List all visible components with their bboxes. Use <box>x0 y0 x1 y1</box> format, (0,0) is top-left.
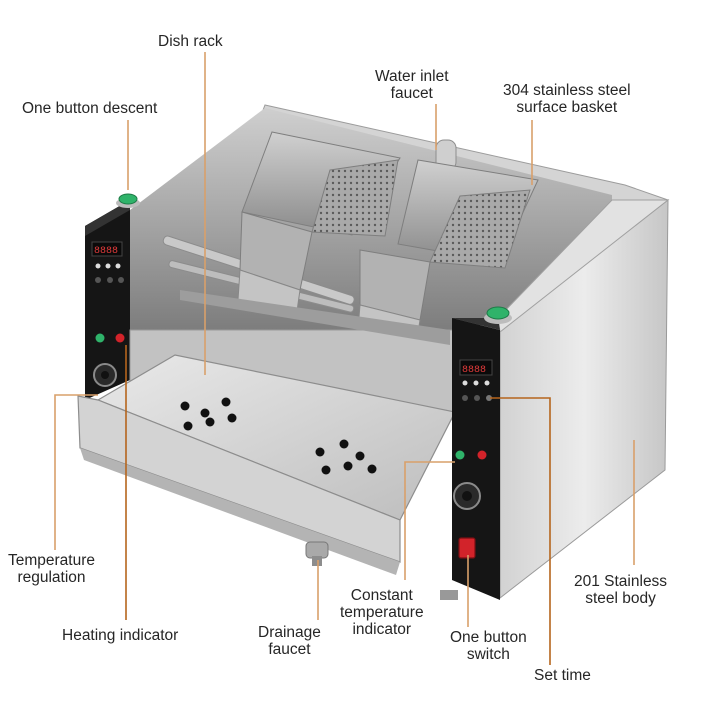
set-time-button <box>486 395 492 401</box>
label-switch-line2: switch <box>466 646 510 663</box>
label-dish-rack: Dish rack <box>158 33 223 50</box>
left-descent-button <box>118 193 138 205</box>
label-surface-basket: 304 stainless steel surface basket <box>503 82 631 116</box>
label-one-button-descent: One button descent <box>22 100 158 117</box>
label-drainage-line1: Drainage <box>258 624 321 641</box>
drainage-faucet <box>305 541 329 559</box>
label-basket-line1: 304 stainless steel <box>503 82 631 99</box>
label-constant-line3: indicator <box>352 621 412 638</box>
leader-set-time <box>490 397 551 665</box>
label-switch-line1: One button <box>450 629 527 646</box>
label-temp-reg-line2: regulation <box>17 569 86 586</box>
drain-hole <box>180 401 190 411</box>
label-drainage-line2: faucet <box>268 641 311 658</box>
label-stainless-body: 201 Stainless steel body <box>574 573 667 607</box>
left-red-indicator <box>115 333 125 343</box>
right-red-indicator <box>477 450 487 460</box>
right-control-panel <box>452 318 500 600</box>
left-green-indicator <box>95 333 105 343</box>
left-digital-display <box>91 241 123 257</box>
label-set-time: Set time <box>534 667 591 684</box>
left-basket-mesh <box>311 159 399 237</box>
label-drainage-faucet: Drainage faucet <box>258 624 321 658</box>
right-digital-display <box>459 359 493 376</box>
right-display-digits: 8888 <box>462 365 486 376</box>
label-water-inlet-faucet: Water inlet faucet <box>375 68 449 102</box>
left-display-digits: 8888 <box>94 246 118 257</box>
power-switch <box>458 537 476 559</box>
leader-temperature-regulation <box>54 394 98 550</box>
left-panel-face <box>85 200 130 236</box>
label-basket-line2: surface basket <box>516 99 618 116</box>
label-constant-temperature-indicator: Constant temperature indicator <box>340 587 424 638</box>
label-water-inlet-line2: faucet <box>390 85 433 102</box>
constant-temperature-indicator <box>455 450 465 460</box>
label-body-line2: steel body <box>585 590 656 607</box>
label-constant-line2: temperature <box>340 604 424 621</box>
label-heating-indicator: Heating indicator <box>62 627 179 644</box>
right-basket-mesh <box>429 189 531 269</box>
label-body-line1: 201 Stainless <box>574 573 668 590</box>
right-descent-button <box>486 306 510 320</box>
leader-constant-temp <box>404 461 455 580</box>
label-temp-reg-line1: Temperature <box>8 552 96 569</box>
label-water-inlet-line1: Water inlet <box>375 68 449 85</box>
label-constant-line1: Constant <box>350 587 413 604</box>
drawer-tray-front <box>77 395 401 563</box>
label-one-button-switch: One button switch <box>450 629 527 663</box>
label-temperature-regulation: Temperature regulation <box>8 552 95 586</box>
